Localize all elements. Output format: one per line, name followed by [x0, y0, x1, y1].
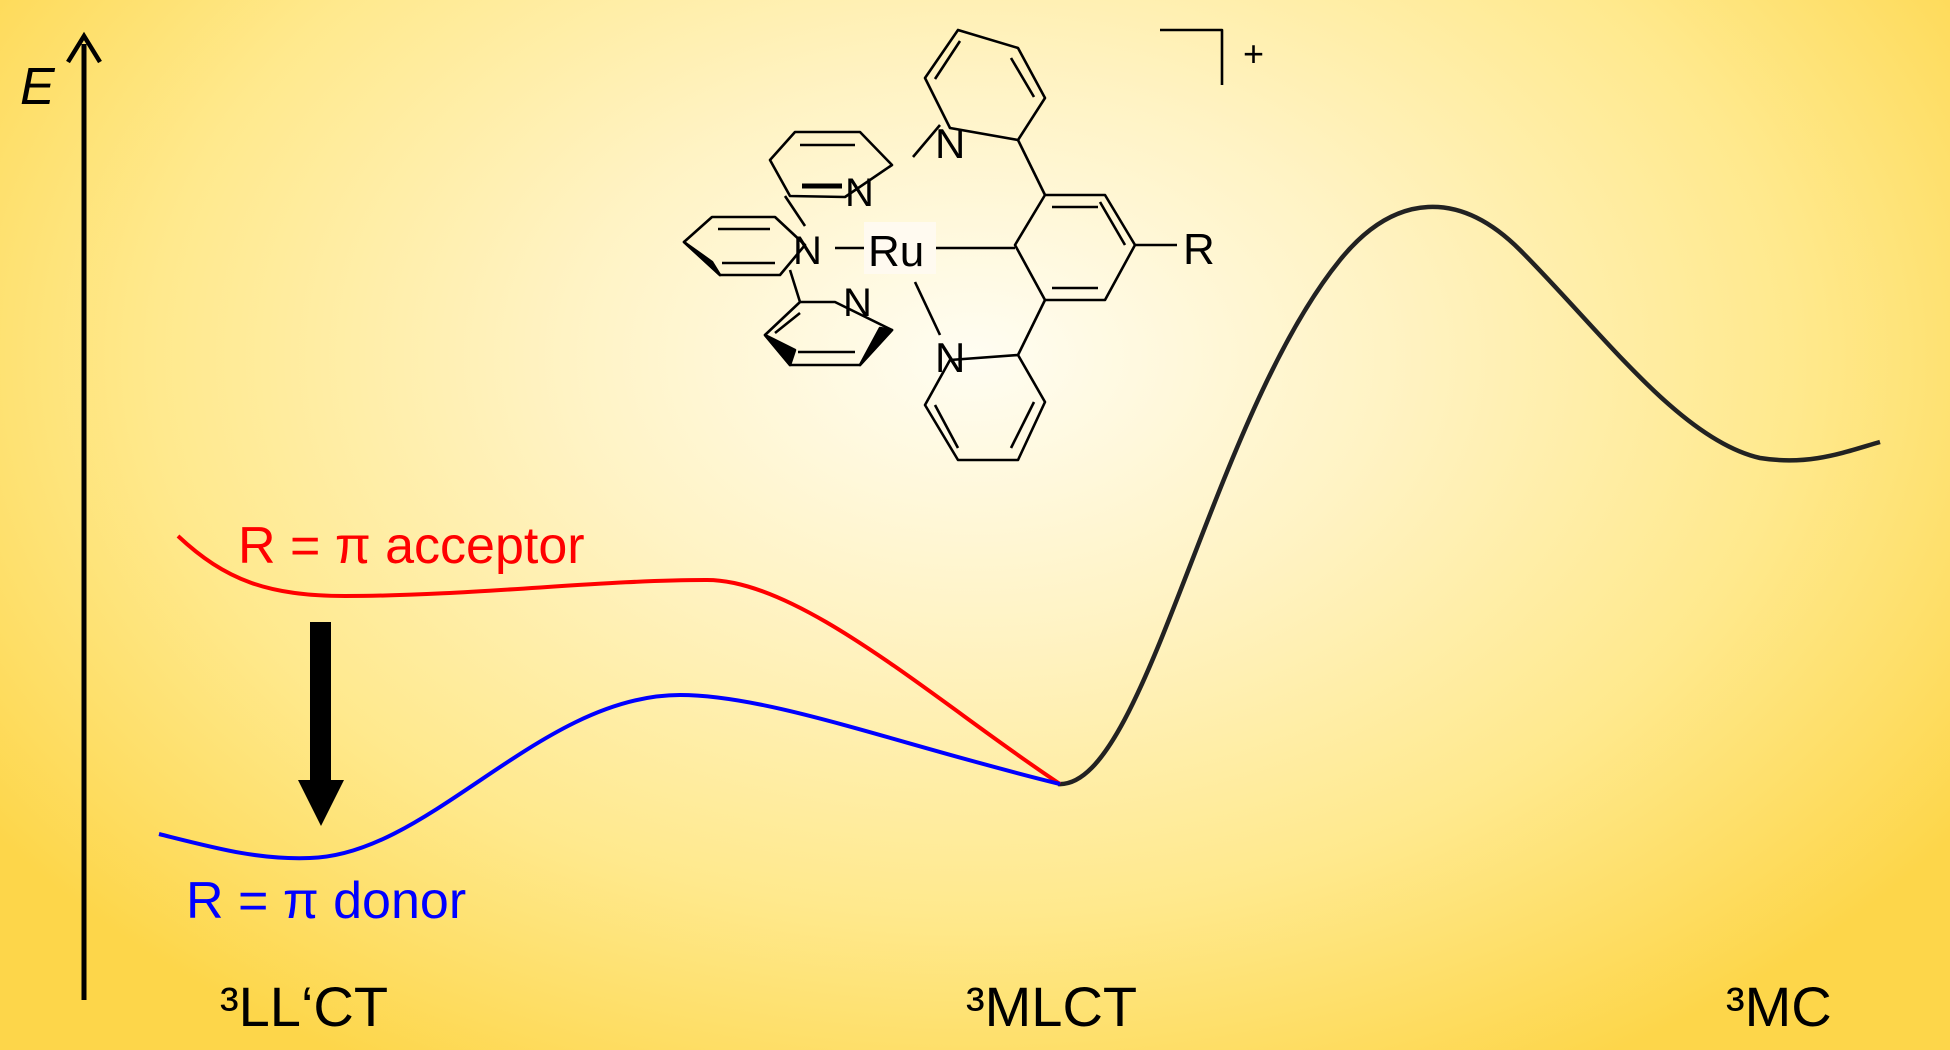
energy-axis: E — [20, 31, 102, 1000]
metal-label: Ru — [868, 227, 924, 276]
curve-common-black — [1057, 204, 1881, 787]
terpy-ring-middle — [682, 215, 807, 277]
lower-pyridine-ring — [923, 353, 1047, 462]
arrow-shaft — [310, 622, 331, 792]
central-phenyl-ring — [1013, 193, 1137, 302]
terpy-ring-top — [768, 130, 894, 199]
ru-n-bond-lower — [913, 281, 942, 336]
arrow-head — [298, 780, 344, 826]
ru-n-bond-upper — [912, 124, 941, 158]
curve-pi-donor — [158, 692, 1061, 861]
molecule-atom-labels: Ru N N N N N R + — [793, 33, 1264, 381]
state-label-mlct: ³MLCT — [966, 975, 1137, 1038]
ru-complex-structure — [682, 28, 1224, 462]
charge-bracket — [1160, 28, 1224, 85]
label-pi-acceptor: R = π acceptor — [238, 517, 585, 575]
nitrogen-label-bottom-left: N — [843, 281, 872, 325]
nitrogen-label-top-left: N — [845, 171, 874, 215]
nitrogen-label-lower: N — [935, 334, 965, 381]
charge-label: + — [1243, 33, 1264, 74]
energy-axis-arrowhead — [66, 31, 102, 64]
label-pi-donor: R = π donor — [186, 872, 466, 930]
substituent-label: R — [1183, 225, 1215, 274]
stabilization-arrow — [298, 622, 344, 826]
curve-pi-acceptor — [176, 534, 1062, 786]
nitrogen-label-upper: N — [935, 120, 965, 167]
energy-axis-label: E — [20, 58, 56, 116]
state-label-mc: ³MC — [1726, 975, 1832, 1038]
state-label-llct: ³LL‘CT — [220, 975, 388, 1038]
nitrogen-label-middle: N — [793, 229, 822, 273]
upper-pyridine-ring — [923, 28, 1047, 142]
